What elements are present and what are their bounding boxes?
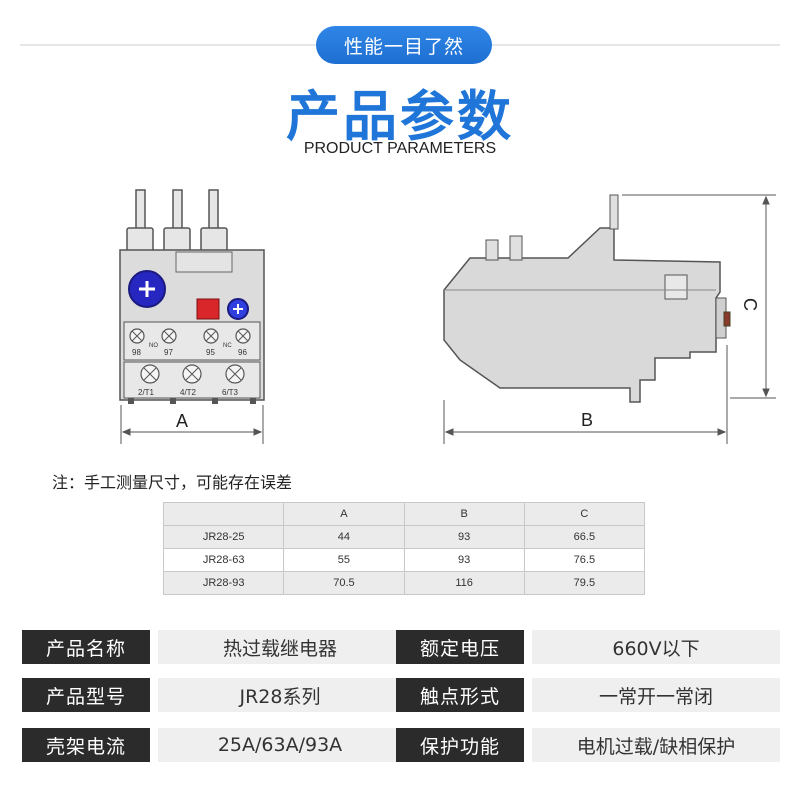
- page-subtitle: PRODUCT PARAMETERS: [303, 140, 497, 157]
- no-label: NO: [149, 343, 158, 349]
- table-cell: 44: [283, 525, 405, 549]
- front-terminal-98: 98: [132, 348, 141, 357]
- table-header-cell: [162, 502, 285, 526]
- table-cell: JR28-25: [162, 525, 285, 549]
- table-cell: 93: [403, 548, 525, 572]
- table-cell: 79.5: [523, 571, 646, 595]
- spec-key-protection: 保护功能: [396, 728, 524, 762]
- table-header-cell: A: [283, 502, 405, 526]
- dimension-drawing: 98 97 95 96 NO NC 2/T1 4/T2 6/T3 A B C: [119, 189, 776, 444]
- spec-key-rated-voltage: 额定电压: [396, 630, 524, 664]
- spec-value-frame-current: 25A/63A/93A: [158, 728, 402, 762]
- section-pill: 性能一目了然: [316, 26, 492, 64]
- spec-key-frame-current: 壳架电流: [22, 728, 150, 762]
- spec-value-product-name: 热过载继电器: [158, 630, 402, 664]
- table-cell: 116: [403, 571, 525, 595]
- table-cell: 70.5: [283, 571, 405, 595]
- spec-value-protection: 电机过载/缺相保护: [532, 728, 780, 762]
- table-row: JR28-63 55 93 76.5: [162, 548, 646, 572]
- dimension-table: A B C JR28-25 44 93 66.5 JR28-63 55 93 7…: [162, 502, 646, 595]
- front-terminal-96: 96: [238, 348, 247, 357]
- page-title: 产品参数: [286, 85, 514, 148]
- spec-row-name: 产品名称 热过载继电器 额定电压 660V以下: [22, 630, 780, 664]
- table-header-row: A B C: [162, 502, 646, 526]
- front-terminal-95: 95: [206, 348, 215, 357]
- table-cell: JR28-63: [162, 548, 285, 572]
- spec-key-product-name: 产品名称: [22, 630, 150, 664]
- table-header-cell: B: [403, 502, 525, 526]
- spec-row-frame-current: 壳架电流 25A/63A/93A 保护功能 电机过载/缺相保护: [22, 728, 780, 762]
- table-cell: 55: [283, 548, 405, 572]
- table-row: JR28-25 44 93 66.5: [162, 525, 646, 549]
- spec-value-contact-type: 一常开一常闭: [532, 678, 780, 712]
- dimension-c-label: C: [740, 298, 760, 311]
- nc-label: NC: [223, 343, 232, 349]
- table-cell: 76.5: [523, 548, 646, 572]
- front-terminal-2t1: 2/T1: [138, 388, 155, 397]
- table-cell: 66.5: [523, 525, 646, 549]
- front-terminal-4t2: 4/T2: [180, 388, 197, 397]
- table-row: JR28-93 70.5 116 79.5: [162, 571, 646, 595]
- side-view-drawing: [443, 194, 776, 444]
- spec-value-model: JR28系列: [158, 678, 402, 712]
- spec-key-model: 产品型号: [22, 678, 150, 712]
- dimension-a-label: A: [176, 411, 188, 431]
- spec-row-model: 产品型号 JR28系列 触点形式 一常开一常闭: [22, 678, 780, 712]
- table-cell: 93: [403, 525, 525, 549]
- table-header-cell: C: [523, 502, 646, 526]
- trip-indicator: [196, 298, 220, 320]
- measurement-note: 注：手工测量尺寸，可能存在误差: [52, 473, 293, 492]
- dimension-b-label: B: [581, 410, 593, 430]
- front-terminal-97: 97: [164, 348, 173, 357]
- front-view-drawing: [119, 189, 265, 444]
- front-terminal-6t3: 6/T3: [222, 388, 239, 397]
- spec-value-rated-voltage: 660V以下: [532, 630, 780, 664]
- table-cell: JR28-93: [162, 571, 285, 595]
- spec-key-contact-type: 触点形式: [396, 678, 524, 712]
